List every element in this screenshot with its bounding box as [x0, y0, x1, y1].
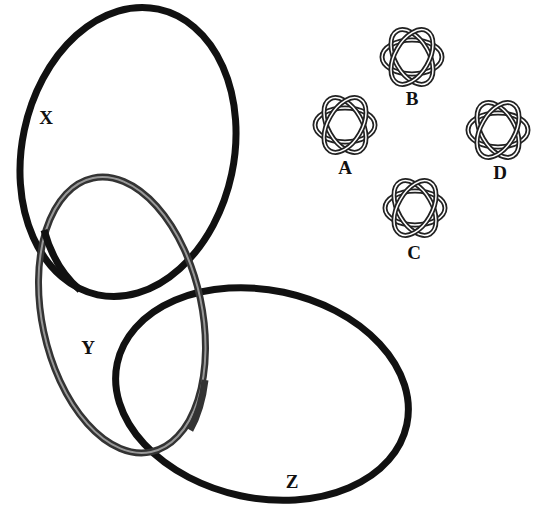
part-label: C	[407, 243, 421, 262]
part-label: Z	[286, 472, 299, 491]
part-label: Y	[81, 338, 95, 357]
ring-y	[15, 161, 230, 468]
icon-b	[382, 23, 442, 92]
ring-z	[96, 262, 429, 508]
part-label: D	[493, 163, 507, 182]
part-label: X	[39, 108, 53, 127]
icon-c	[385, 174, 445, 243]
part-label: B	[406, 89, 419, 108]
icon-a	[315, 91, 375, 160]
part-label: A	[338, 158, 352, 177]
icon-d	[468, 96, 528, 165]
